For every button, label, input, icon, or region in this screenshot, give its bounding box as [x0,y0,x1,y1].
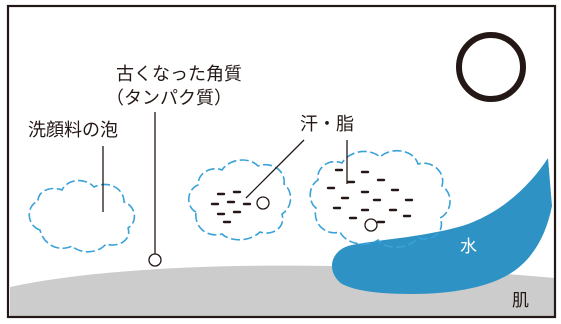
keratin-marker [148,253,162,267]
foam-label: 洗顔料の泡 [28,120,118,141]
skin-label: 肌 [512,291,529,311]
sebum-specks [326,168,414,224]
sweat-sebum-label: 汗・脂 [300,114,354,135]
diagram-frame [6,4,557,319]
sebum-bubble [309,149,451,249]
keratin-bubble [187,159,292,241]
keratin-specks [210,190,252,224]
old-keratin-label-line1: 古くなった角質 [116,64,242,85]
sebum-particle-marker [364,218,378,232]
water-label: 水 [460,237,477,257]
foam-bubble [28,179,136,253]
circle-mark-icon [456,32,526,102]
keratin-particle-marker [256,196,270,210]
old-keratin-label-line2: （タンパク質） [106,88,232,109]
sweat-leader-line-left [245,139,305,199]
water-stream [331,158,552,294]
